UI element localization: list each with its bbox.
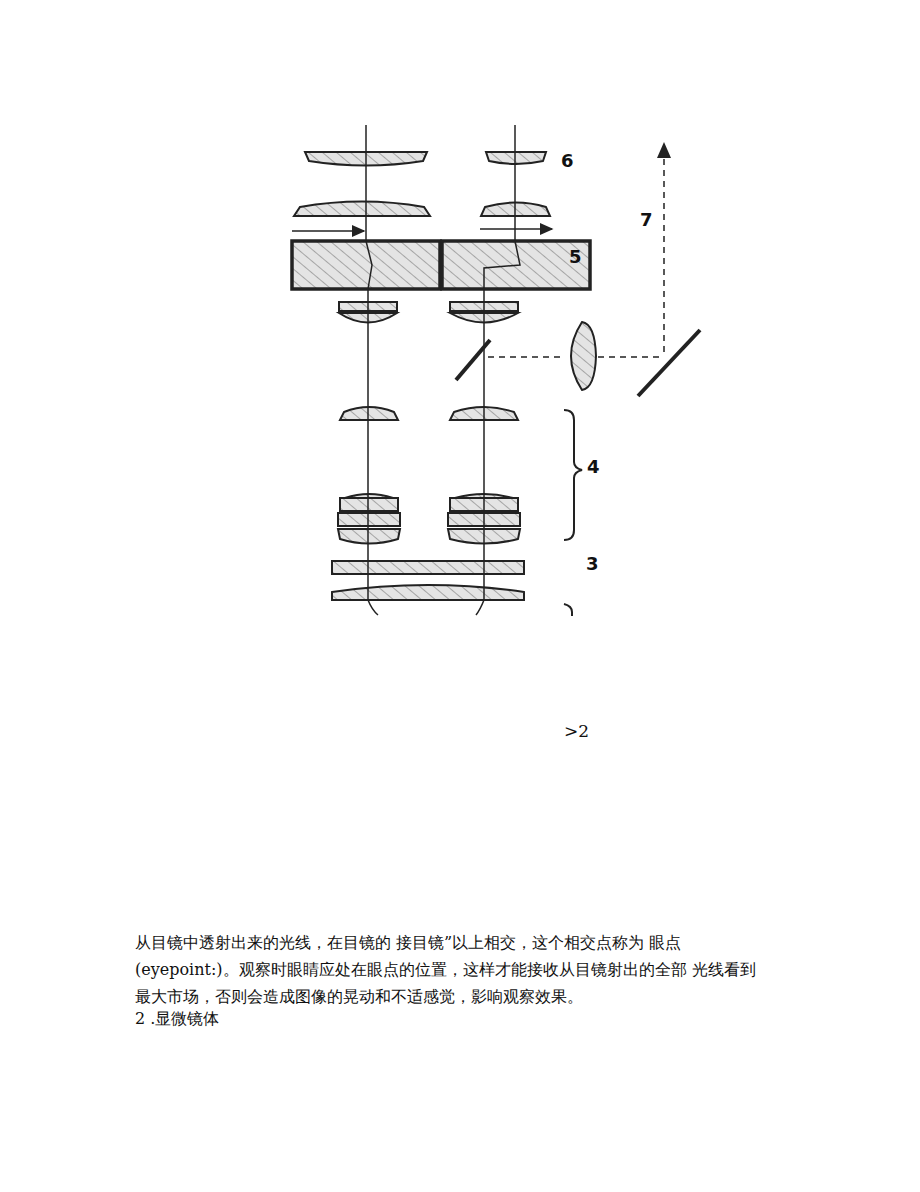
mirror (638, 330, 700, 396)
beam-splitter (456, 340, 490, 380)
dashed-beam (598, 356, 662, 358)
bracket (564, 410, 582, 540)
callout-number: 5 (569, 246, 582, 267)
dashed-beam (488, 356, 562, 358)
callout-number: 7 (640, 209, 653, 230)
callout-number: 4 (587, 456, 600, 477)
text-label: 2 .显微镜体 (135, 1009, 219, 1030)
dashed-beam (663, 150, 665, 352)
callout-number: 6 (561, 150, 574, 171)
bracket (564, 604, 572, 616)
body-paragraph: 从目镜中透射出来的光线，在目镜的 接目镜”以上相交，这个相交点称为 眼点 (ey… (135, 929, 767, 1010)
callout-number: 3 (586, 553, 599, 574)
text-label: >2 (564, 721, 589, 741)
optical-axes (292, 125, 552, 615)
lens-group (292, 152, 596, 600)
arrow-head (657, 142, 671, 158)
